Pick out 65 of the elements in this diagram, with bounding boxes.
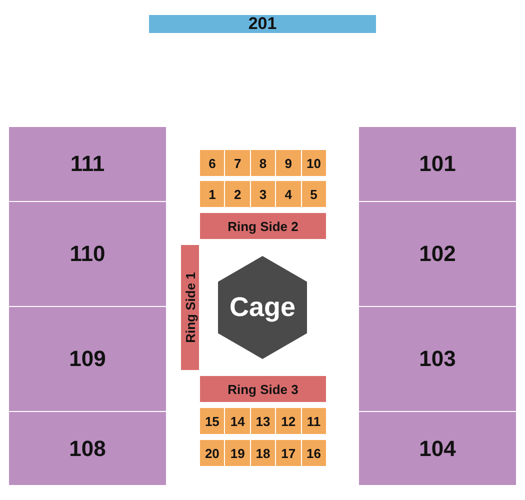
seat-block: [276, 181, 301, 207]
seating-section: [9, 202, 166, 307]
section-label: 9: [284, 156, 292, 170]
section-label: 1: [208, 186, 216, 202]
section-label: 6: [208, 156, 216, 170]
seat-block: [250, 408, 276, 434]
seating-section: [359, 412, 516, 486]
seating-section: [9, 307, 166, 412]
section-label: 103: [419, 346, 456, 372]
seat-block: [250, 181, 276, 207]
seating-section: [149, 15, 376, 33]
section-label: 109: [69, 346, 106, 372]
section-label: 16: [306, 446, 322, 460]
section-label: Ring Side 2: [228, 218, 298, 234]
seat-block: [276, 150, 301, 176]
section-label: 20: [204, 446, 220, 460]
seat-block: [302, 440, 326, 466]
section-label: 201: [248, 14, 277, 34]
seating-section: [9, 127, 166, 202]
section-label: 111: [70, 151, 105, 177]
ringside-section: [181, 245, 199, 370]
ringside-section: [200, 213, 326, 239]
section-label: Cage: [229, 292, 296, 323]
section-label: 19: [230, 446, 245, 460]
seat-block: [200, 408, 224, 434]
seat-block: [225, 150, 250, 176]
ringside-section: [200, 376, 326, 402]
seat-block: [302, 181, 326, 207]
seat-block: [302, 150, 326, 176]
seat-block: [225, 440, 250, 466]
section-label: 15: [204, 414, 220, 428]
section-label: 13: [256, 414, 270, 428]
section-label: 3: [259, 186, 267, 202]
section-label: 17: [281, 446, 296, 460]
section-label: 4: [284, 186, 292, 202]
section-label: 5: [310, 186, 318, 202]
seating-section: [9, 412, 166, 486]
section-label: 7: [234, 156, 242, 170]
seat-block: [250, 150, 276, 176]
section-label: 14: [230, 414, 245, 428]
section-label: 2: [234, 186, 242, 202]
seat-block: [276, 440, 301, 466]
seat-block: [225, 181, 250, 207]
section-label: 102: [419, 241, 456, 267]
seat-block: [302, 408, 326, 434]
seat-block: [200, 150, 224, 176]
section-label: Ring Side 3: [228, 382, 298, 396]
section-label: 10: [306, 156, 322, 170]
seat-block: [200, 181, 224, 207]
section-label: 110: [70, 241, 106, 267]
section-label: 8: [259, 156, 267, 170]
seat-block: [276, 408, 301, 434]
section-label: 104: [419, 436, 456, 462]
section-label: Ring Side 1: [182, 272, 198, 343]
seating-section: [359, 202, 516, 307]
seating-section: [359, 307, 516, 412]
section-label: 11: [306, 414, 321, 428]
seat-block: [225, 408, 250, 434]
section-label: 12: [281, 414, 296, 428]
seat-block: [200, 440, 224, 466]
section-label: 101: [419, 151, 456, 177]
seating-section: [359, 127, 516, 202]
seat-block: [250, 440, 276, 466]
section-label: 18: [256, 446, 270, 460]
section-label: 108: [69, 436, 106, 462]
